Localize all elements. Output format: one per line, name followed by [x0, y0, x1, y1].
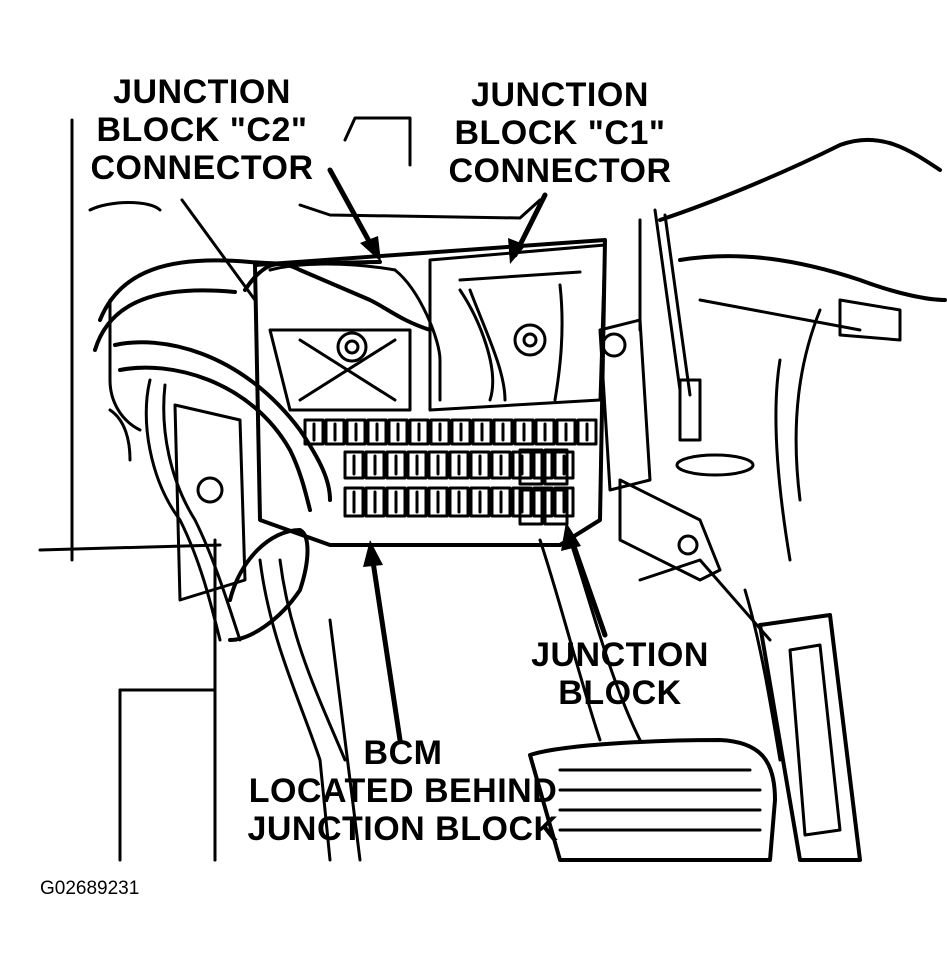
relay [518, 488, 544, 526]
fuse [303, 418, 325, 446]
lower-left-structure [258, 558, 362, 862]
label-line: BCM [363, 734, 443, 772]
fuse [471, 418, 493, 446]
label-line: BLOCK [558, 674, 682, 712]
fuse [555, 418, 577, 446]
fuse [448, 450, 470, 480]
fuse [366, 418, 388, 446]
fuse [387, 418, 409, 446]
fuse [406, 486, 428, 518]
fuse [364, 486, 386, 518]
fuse [469, 450, 491, 480]
label-line: CONNECTOR [90, 149, 314, 187]
label-line: LOCATED BEHIND [248, 772, 558, 810]
label-junction-block-c2-connector: JUNCTION BLOCK "C2" CONNECTOR [82, 73, 322, 187]
label-bcm-located-behind-junction-block: BCM LOCATED BEHIND JUNCTION BLOCK [228, 734, 578, 848]
arrow-bcm [369, 552, 403, 743]
accelerator-pedal [638, 558, 862, 862]
callout-arrows [327, 167, 608, 743]
fuse [450, 418, 472, 446]
relay [543, 488, 569, 526]
label-line: JUNCTION BLOCK [247, 810, 559, 848]
label-line: JUNCTION [531, 636, 709, 674]
label-line: CONNECTOR [448, 152, 672, 190]
fuse [429, 418, 451, 446]
fuse-grid [303, 418, 598, 526]
wiring-harness-left [93, 258, 442, 642]
fuse [343, 450, 365, 480]
fuse [490, 486, 512, 518]
fuse [427, 486, 449, 518]
fuse [534, 418, 556, 446]
relay [543, 448, 569, 486]
fuse [364, 450, 386, 480]
fuse [469, 486, 491, 518]
arrow-c2 [327, 167, 378, 255]
fuse [576, 418, 598, 446]
fuse [511, 486, 533, 518]
fuse [345, 418, 367, 446]
label-junction-block: JUNCTION BLOCK [515, 636, 725, 712]
arrow-junction-block [567, 532, 608, 638]
label-line: BLOCK "C2" [96, 111, 308, 149]
label-junction-block-c1-connector: JUNCTION BLOCK "C1" CONNECTOR [430, 76, 690, 190]
dash-panel-outline [38, 116, 542, 862]
fuse [511, 450, 533, 480]
label-line: JUNCTION [471, 76, 649, 114]
fuse [513, 418, 535, 446]
fuse [406, 450, 428, 480]
label-line: BLOCK "C1" [454, 114, 666, 152]
fuse [324, 418, 346, 446]
left-bracket [108, 403, 247, 602]
fuse [553, 486, 575, 518]
relay [518, 448, 544, 486]
fuse [490, 450, 512, 480]
fuse [343, 486, 365, 518]
fuse [492, 418, 514, 446]
fuse [385, 450, 407, 480]
label-line: JUNCTION [113, 73, 291, 111]
fuse [385, 486, 407, 518]
fuse [553, 450, 575, 480]
fuse [448, 486, 470, 518]
pedal-bracket [598, 208, 755, 582]
fuse [427, 450, 449, 480]
callout-arrowheads [360, 236, 581, 567]
figure-id: G02689231 [40, 878, 140, 899]
steering-column [658, 137, 947, 562]
fuse [408, 418, 430, 446]
junction-block-body [253, 238, 607, 547]
